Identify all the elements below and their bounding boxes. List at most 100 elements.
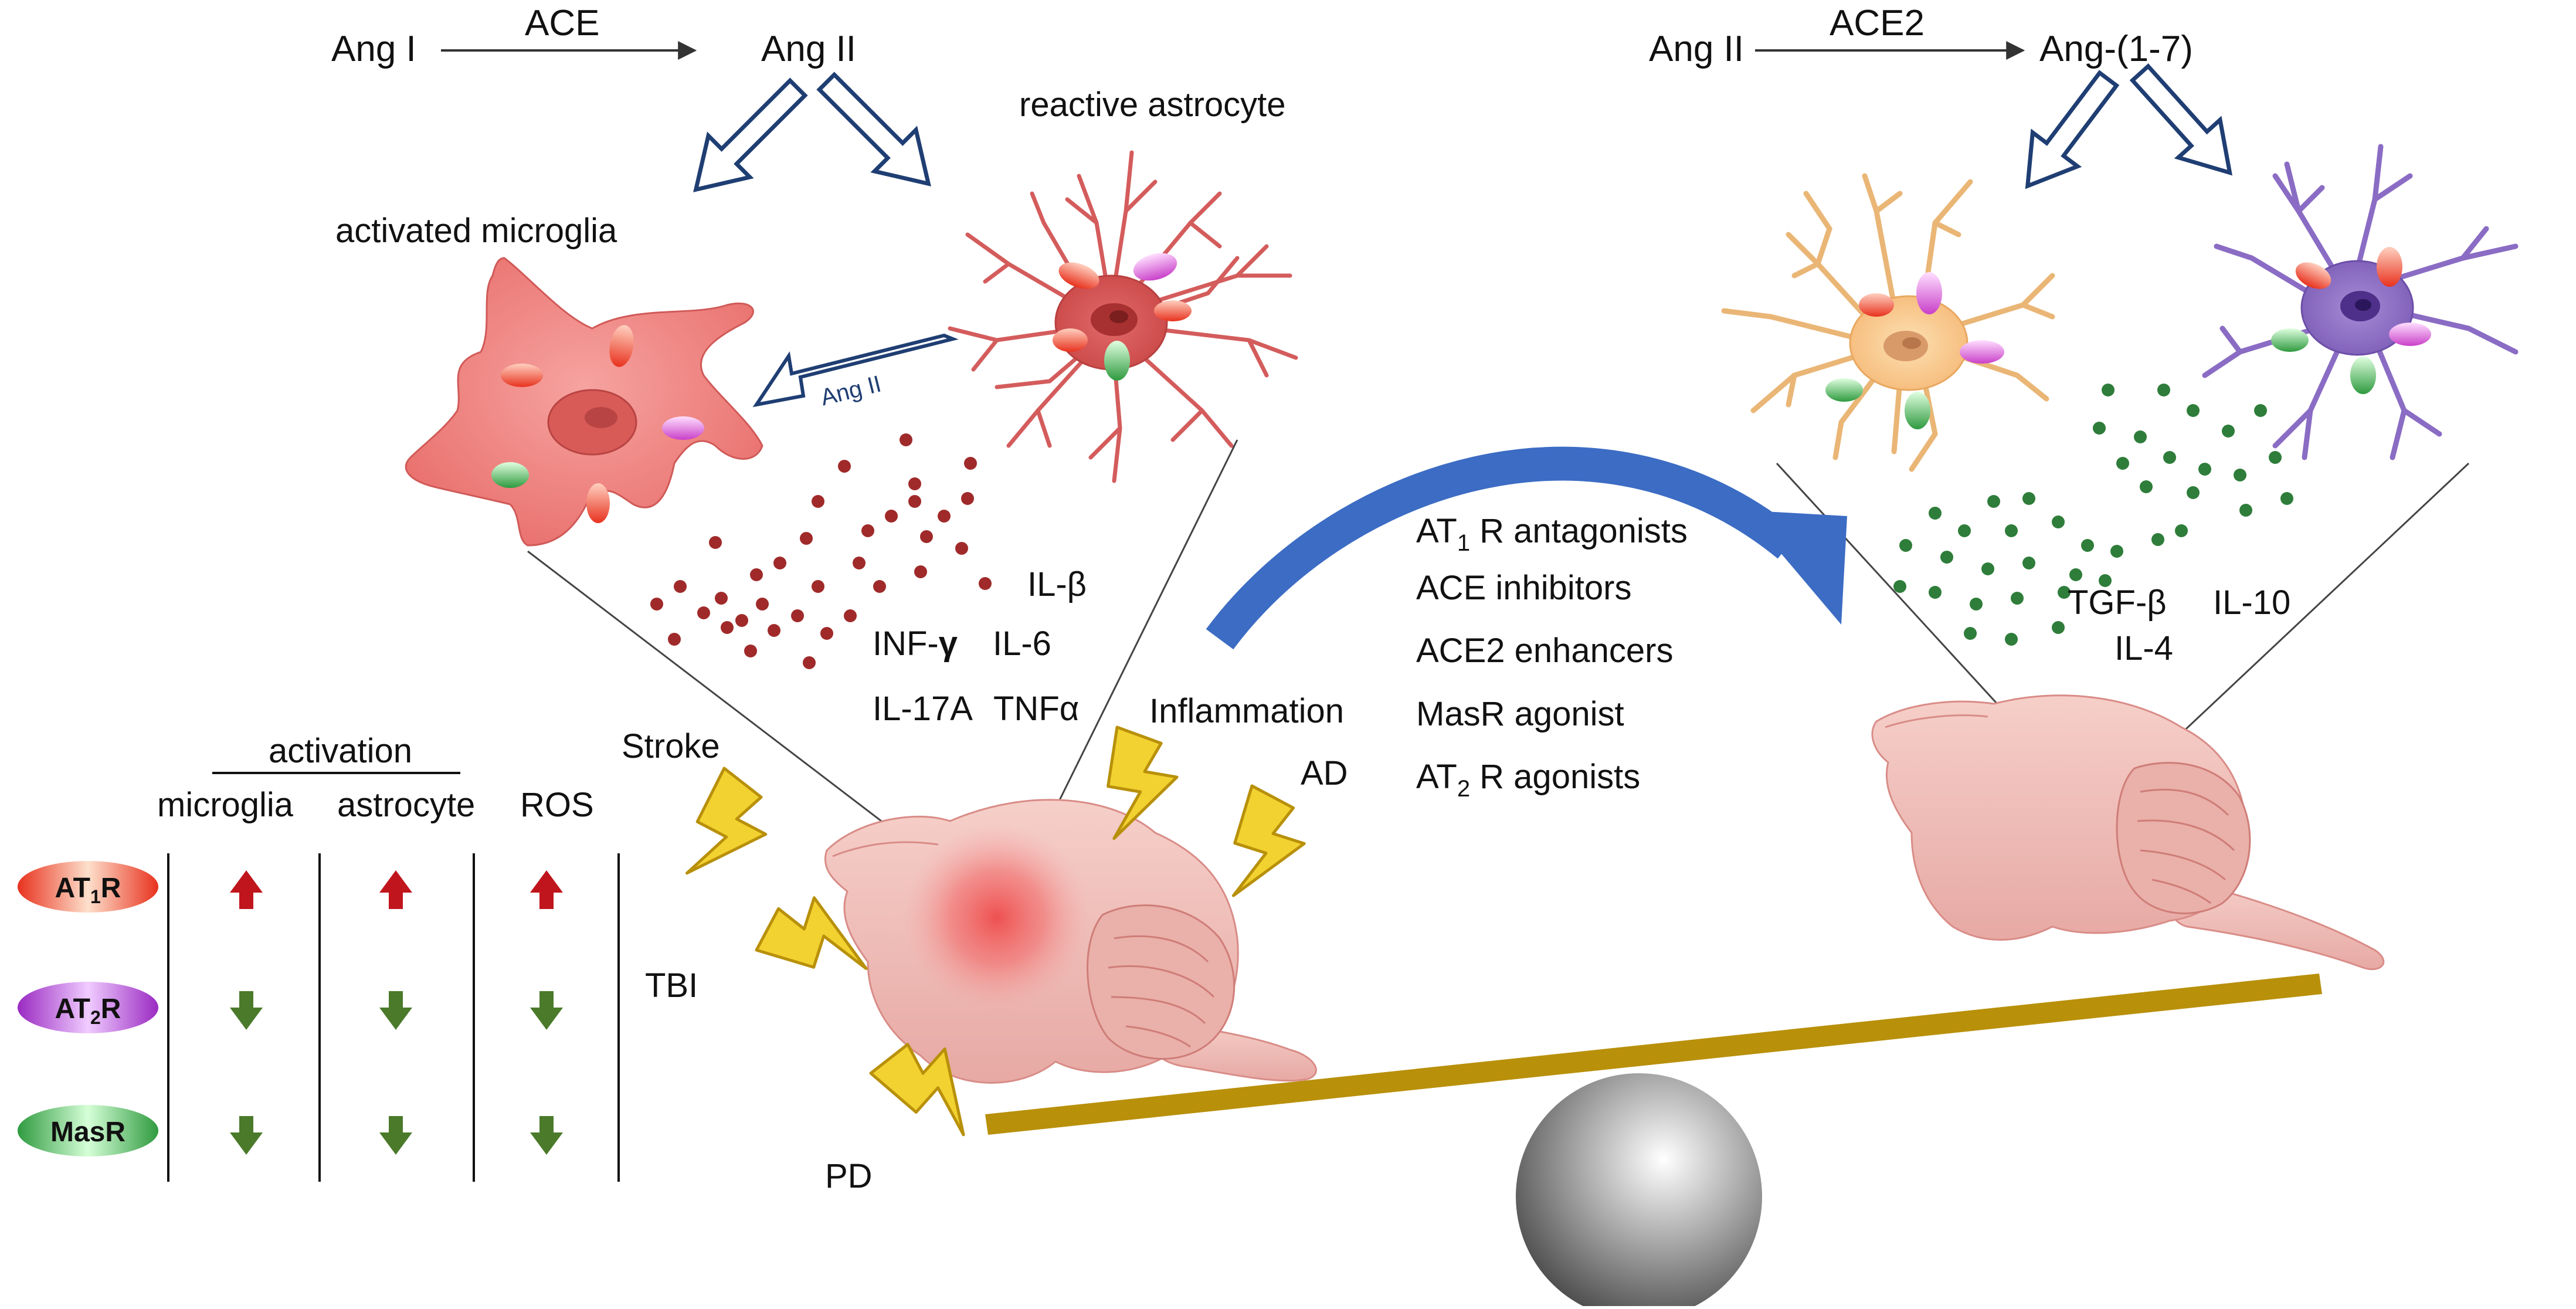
cytokine-dot	[803, 656, 816, 669]
ang-i-label: Ang I	[331, 29, 416, 69]
curved-arrow-head-icon	[1745, 510, 1847, 625]
cytokine-dot	[885, 510, 898, 523]
insult-tbi: TBI	[645, 967, 698, 1005]
insult-inflammation: Inflammation	[1149, 692, 1344, 730]
seesaw-bar	[985, 974, 2322, 1135]
therapy-at1r-suffix: R antagonists	[1470, 512, 1688, 550]
therapy-masr-agonist: MasR agonist	[1416, 695, 1624, 733]
reactive-astrocyte-label: reactive astrocyte	[1019, 86, 1286, 124]
cytokine-dot	[2116, 457, 2129, 470]
injury-site-glow	[903, 824, 1091, 1012]
open-arrow-to-purple-neuron-icon	[2129, 63, 2233, 176]
astrocyte-soma	[1053, 253, 1192, 381]
pathway-ace2: Ang II ACE2 Ang-(1-7)	[1649, 3, 2193, 69]
therapy-ace2-enhancers: ACE2 enhancers	[1416, 632, 1673, 670]
cytokine-dot	[791, 609, 804, 622]
down-arrow-icon	[530, 991, 563, 1030]
cytokine-dot	[2151, 533, 2164, 546]
ang-ii-right-label: Ang II	[1649, 29, 1744, 69]
cytokine-dot	[674, 580, 687, 593]
purple-neuron-cell	[2202, 144, 2519, 460]
cytokine-dot	[2052, 516, 2065, 528]
cytokine-dot	[2134, 430, 2147, 443]
table-row: AT2R	[18, 982, 563, 1033]
anti-inflammatory-cytokines: TGF-β IL-10 IL-4	[2068, 584, 2290, 667]
orange-neuron-soma	[1825, 272, 2004, 429]
cytokine-dot	[2234, 469, 2246, 481]
therapy-curved-arrow	[1206, 446, 1847, 650]
up-arrow-shape	[230, 870, 263, 909]
cytokine-dot	[908, 495, 921, 508]
activated-microglia-label: activated microglia	[335, 212, 617, 250]
cytokine-tgf-beta: TGF-β	[2068, 584, 2167, 622]
healthy-brain	[1871, 694, 2385, 971]
at1r-badge	[18, 861, 158, 913]
pathway-ace: Ang I ACE Ang II	[331, 3, 856, 69]
cytokine-dot	[2175, 524, 2188, 537]
down-arrow-icon	[379, 991, 412, 1030]
down-arrow-icon	[530, 1116, 563, 1155]
ang-ii-label: Ang II	[761, 29, 856, 69]
cytokine-dot	[2254, 404, 2267, 417]
curved-arrow-shaft	[1206, 446, 1800, 650]
therapy-at1r-prefix: AT	[1416, 512, 1457, 550]
at1r-badge-prefix: AT	[55, 873, 90, 904]
at2r-badge	[18, 982, 158, 1033]
table-col-astrocyte: astrocyte	[337, 786, 475, 824]
cytokine-dot	[938, 510, 951, 523]
therapy-at1r-antagonists: AT1 R antagonists	[1416, 512, 1688, 556]
cytokine-dot	[2163, 451, 2176, 464]
cytokine-dot	[2110, 545, 2123, 558]
cytokine-inf-gamma: INF-γ	[873, 625, 958, 663]
ang-1-7-label: Ang-(1-7)	[2039, 29, 2193, 69]
healthy-brain-olfactory	[1885, 714, 1988, 728]
cytokine-dot	[1893, 580, 1906, 593]
cytokine-dot	[920, 530, 933, 543]
up-arrow-shape	[379, 870, 412, 909]
cytokine-dot	[2011, 592, 2024, 605]
cytokine-dot	[768, 624, 780, 637]
up-arrow-shape	[530, 870, 563, 909]
pro-inflammatory-cytokines: IL-β INF-γ IL-6 IL-17A TNFα	[873, 565, 1087, 728]
activated-microglia-cell	[405, 257, 763, 547]
therapy-at1r-subscript: 1	[1457, 530, 1470, 556]
insult-labels: Stroke Inflammation AD TBI PD	[622, 692, 1348, 1195]
cytokine-il-beta: IL-β	[1027, 565, 1087, 603]
anti-inflammatory-cytokine-dots	[1893, 384, 2293, 646]
cytokine-dot	[697, 606, 710, 619]
cytokine-dot	[1981, 562, 1994, 575]
at2r-badge-subscript: 2	[90, 1007, 101, 1028]
table-col-ros: ROS	[520, 786, 594, 824]
cytokine-dot	[2058, 586, 2071, 599]
healthy-brain-cerebellum	[2116, 762, 2251, 914]
pro-inflammatory-cytokine-dots	[650, 433, 992, 669]
injured-brain-olfactory	[832, 841, 939, 857]
cytokine-dot	[861, 524, 874, 537]
cytokine-dot	[2157, 384, 2170, 396]
healthy-brain-cerebellum-folds	[2137, 788, 2235, 904]
up-arrow-icon	[230, 870, 263, 909]
open-arrow-to-orange-neuron-icon	[2025, 70, 2120, 189]
cytokine-il-6: IL-6	[993, 625, 1051, 663]
cytokine-dot	[2022, 492, 2035, 505]
at1r-badge-label: AT1R	[55, 873, 121, 907]
cytokine-dot	[2222, 425, 2235, 438]
cytokine-dot	[2069, 568, 2082, 581]
cytokine-dot	[2187, 486, 2200, 499]
ang-ii-signal-arrow-icon	[752, 333, 959, 408]
cytokine-dot	[2052, 621, 2065, 634]
therapy-at2r-suffix: R agonists	[1470, 758, 1640, 796]
cytokine-dot	[750, 568, 763, 581]
cytokine-dot	[873, 580, 886, 593]
cytokine-dot	[2093, 422, 2106, 435]
ad-bolt-icon	[1231, 784, 1306, 897]
at2r-badge-prefix: AT	[55, 993, 90, 1025]
cytokine-dot	[2005, 524, 2018, 537]
injured-brain	[824, 799, 1317, 1084]
table-column-dividers	[167, 853, 620, 1182]
ang-ii-signal-label: Ang II	[818, 371, 884, 411]
down-arrow-shape	[379, 1116, 412, 1155]
cytokine-dot	[773, 557, 786, 569]
cytokine-dot	[2140, 480, 2153, 493]
